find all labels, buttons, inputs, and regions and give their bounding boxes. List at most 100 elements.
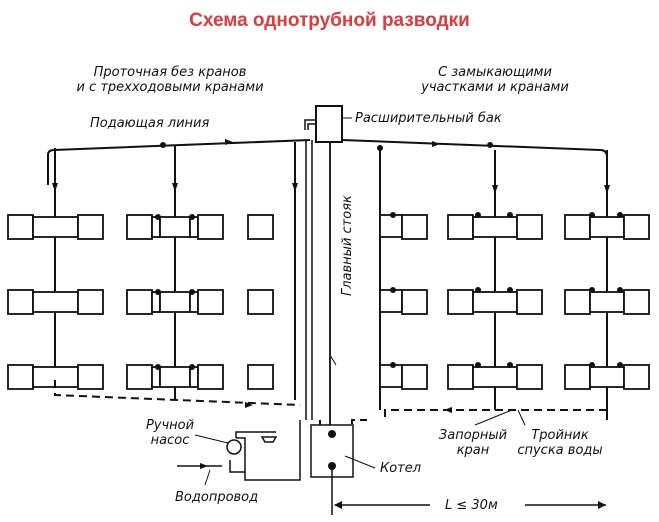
radiator	[7, 364, 34, 390]
section-left-line2: и с трехходовыми кранами	[76, 80, 264, 95]
radiator	[77, 214, 104, 240]
valve-icon	[589, 287, 595, 293]
drain-tee-label: Тройник спуска воды	[517, 428, 603, 458]
valve-icon	[475, 212, 481, 218]
valve-icon	[475, 287, 481, 293]
radiator	[447, 364, 474, 390]
flow-arrow-icon	[604, 185, 610, 194]
radiator-connector	[379, 214, 403, 238]
radiator	[447, 214, 474, 240]
radiator	[126, 289, 153, 315]
radiator	[77, 364, 104, 390]
riser-leader	[329, 354, 337, 366]
section-right-line1: С замыкающими	[438, 65, 552, 80]
return-line-left	[54, 380, 301, 406]
expansion-tank	[315, 105, 343, 143]
flow-arrow-icon	[292, 183, 298, 192]
valve-icon	[507, 287, 513, 293]
radiator	[247, 214, 274, 240]
diagram-title: Схема однотрубной разводки	[189, 10, 470, 31]
valve-icon	[189, 364, 195, 370]
section-left-title: Проточная без кранов и с трехходовыми кр…	[55, 65, 285, 95]
radiator-connector	[472, 366, 518, 388]
valve-icon	[155, 289, 161, 295]
radiator-connector	[32, 291, 79, 313]
valve-icon	[155, 364, 161, 370]
tee-leader	[517, 409, 526, 426]
radiator	[247, 289, 274, 315]
return-line-right	[384, 409, 607, 420]
valve-icon	[189, 214, 195, 220]
radiator-connector	[472, 291, 518, 313]
radiator	[126, 214, 153, 240]
valve-icon	[589, 212, 595, 218]
radiator	[516, 364, 543, 390]
radiator-connector	[472, 216, 518, 238]
radiator	[401, 364, 428, 390]
valve-icon	[390, 212, 396, 218]
hand-pump-label: Ручной насос	[145, 418, 195, 448]
flow-arrow-icon	[172, 183, 178, 192]
supply-line-left	[47, 139, 311, 185]
valve-icon	[390, 287, 396, 293]
valve-icon	[390, 362, 396, 368]
radiator	[623, 289, 650, 315]
radiator-connector	[159, 216, 191, 238]
hand-pump-icon	[226, 439, 242, 455]
radiator	[197, 289, 224, 315]
radiator-connector	[159, 291, 191, 313]
left-riser-1	[52, 148, 58, 380]
radiator	[247, 364, 274, 390]
radiator-connector	[589, 291, 625, 313]
valve-leader	[474, 409, 513, 426]
radiator	[516, 289, 543, 315]
section-right-title: С замыкающими участками и кранами	[395, 65, 595, 95]
radiator	[7, 214, 34, 240]
radiator	[197, 364, 224, 390]
section-right-line2: участками и кранами	[421, 80, 569, 95]
water-supply-label: Водопровод	[175, 490, 259, 505]
valve-icon	[507, 362, 513, 368]
valve-icon	[507, 212, 513, 218]
bypass	[189, 366, 199, 388]
radiator	[401, 289, 428, 315]
radiator	[126, 364, 153, 390]
radiators	[7, 212, 650, 390]
valve-icon	[589, 362, 595, 368]
bypass	[189, 216, 199, 238]
radiator-connector	[32, 216, 79, 238]
boiler-label: Котел	[380, 461, 422, 476]
radiator-connector	[379, 289, 403, 313]
expansion-tank-label: Расширительный бак	[355, 111, 502, 126]
valve-icon	[617, 212, 623, 218]
radiator-connector	[589, 366, 625, 388]
pump-leader	[194, 434, 229, 444]
flow-arrow-icon	[52, 183, 58, 192]
valve-icon	[475, 362, 481, 368]
flow-arrow-icon	[200, 463, 208, 469]
radiator	[7, 289, 34, 315]
junction-icon	[160, 142, 166, 148]
valve-icon	[155, 214, 161, 220]
radiator	[77, 289, 104, 315]
radiator-connector	[379, 364, 403, 388]
length-label: L ≤ 30м	[445, 498, 498, 513]
radiator	[401, 214, 428, 240]
valve-icon	[189, 289, 195, 295]
junction-icon	[487, 142, 493, 148]
radiator	[623, 214, 650, 240]
flow-arrow-icon	[492, 185, 498, 194]
water-leader	[204, 469, 211, 486]
section-left-line1: Проточная без кранов	[93, 65, 247, 80]
radiator	[623, 364, 650, 390]
radiator	[564, 214, 591, 240]
radiator	[447, 289, 474, 315]
main-riser-label: Главный стояк	[340, 195, 355, 296]
flow-arrow-icon	[225, 139, 233, 145]
shutoff-valve-label: Запорный кран	[438, 428, 508, 458]
boiler-leader	[344, 455, 376, 469]
left-riser-3	[292, 142, 298, 400]
flow-arrow-icon	[245, 402, 253, 408]
radiator	[564, 364, 591, 390]
